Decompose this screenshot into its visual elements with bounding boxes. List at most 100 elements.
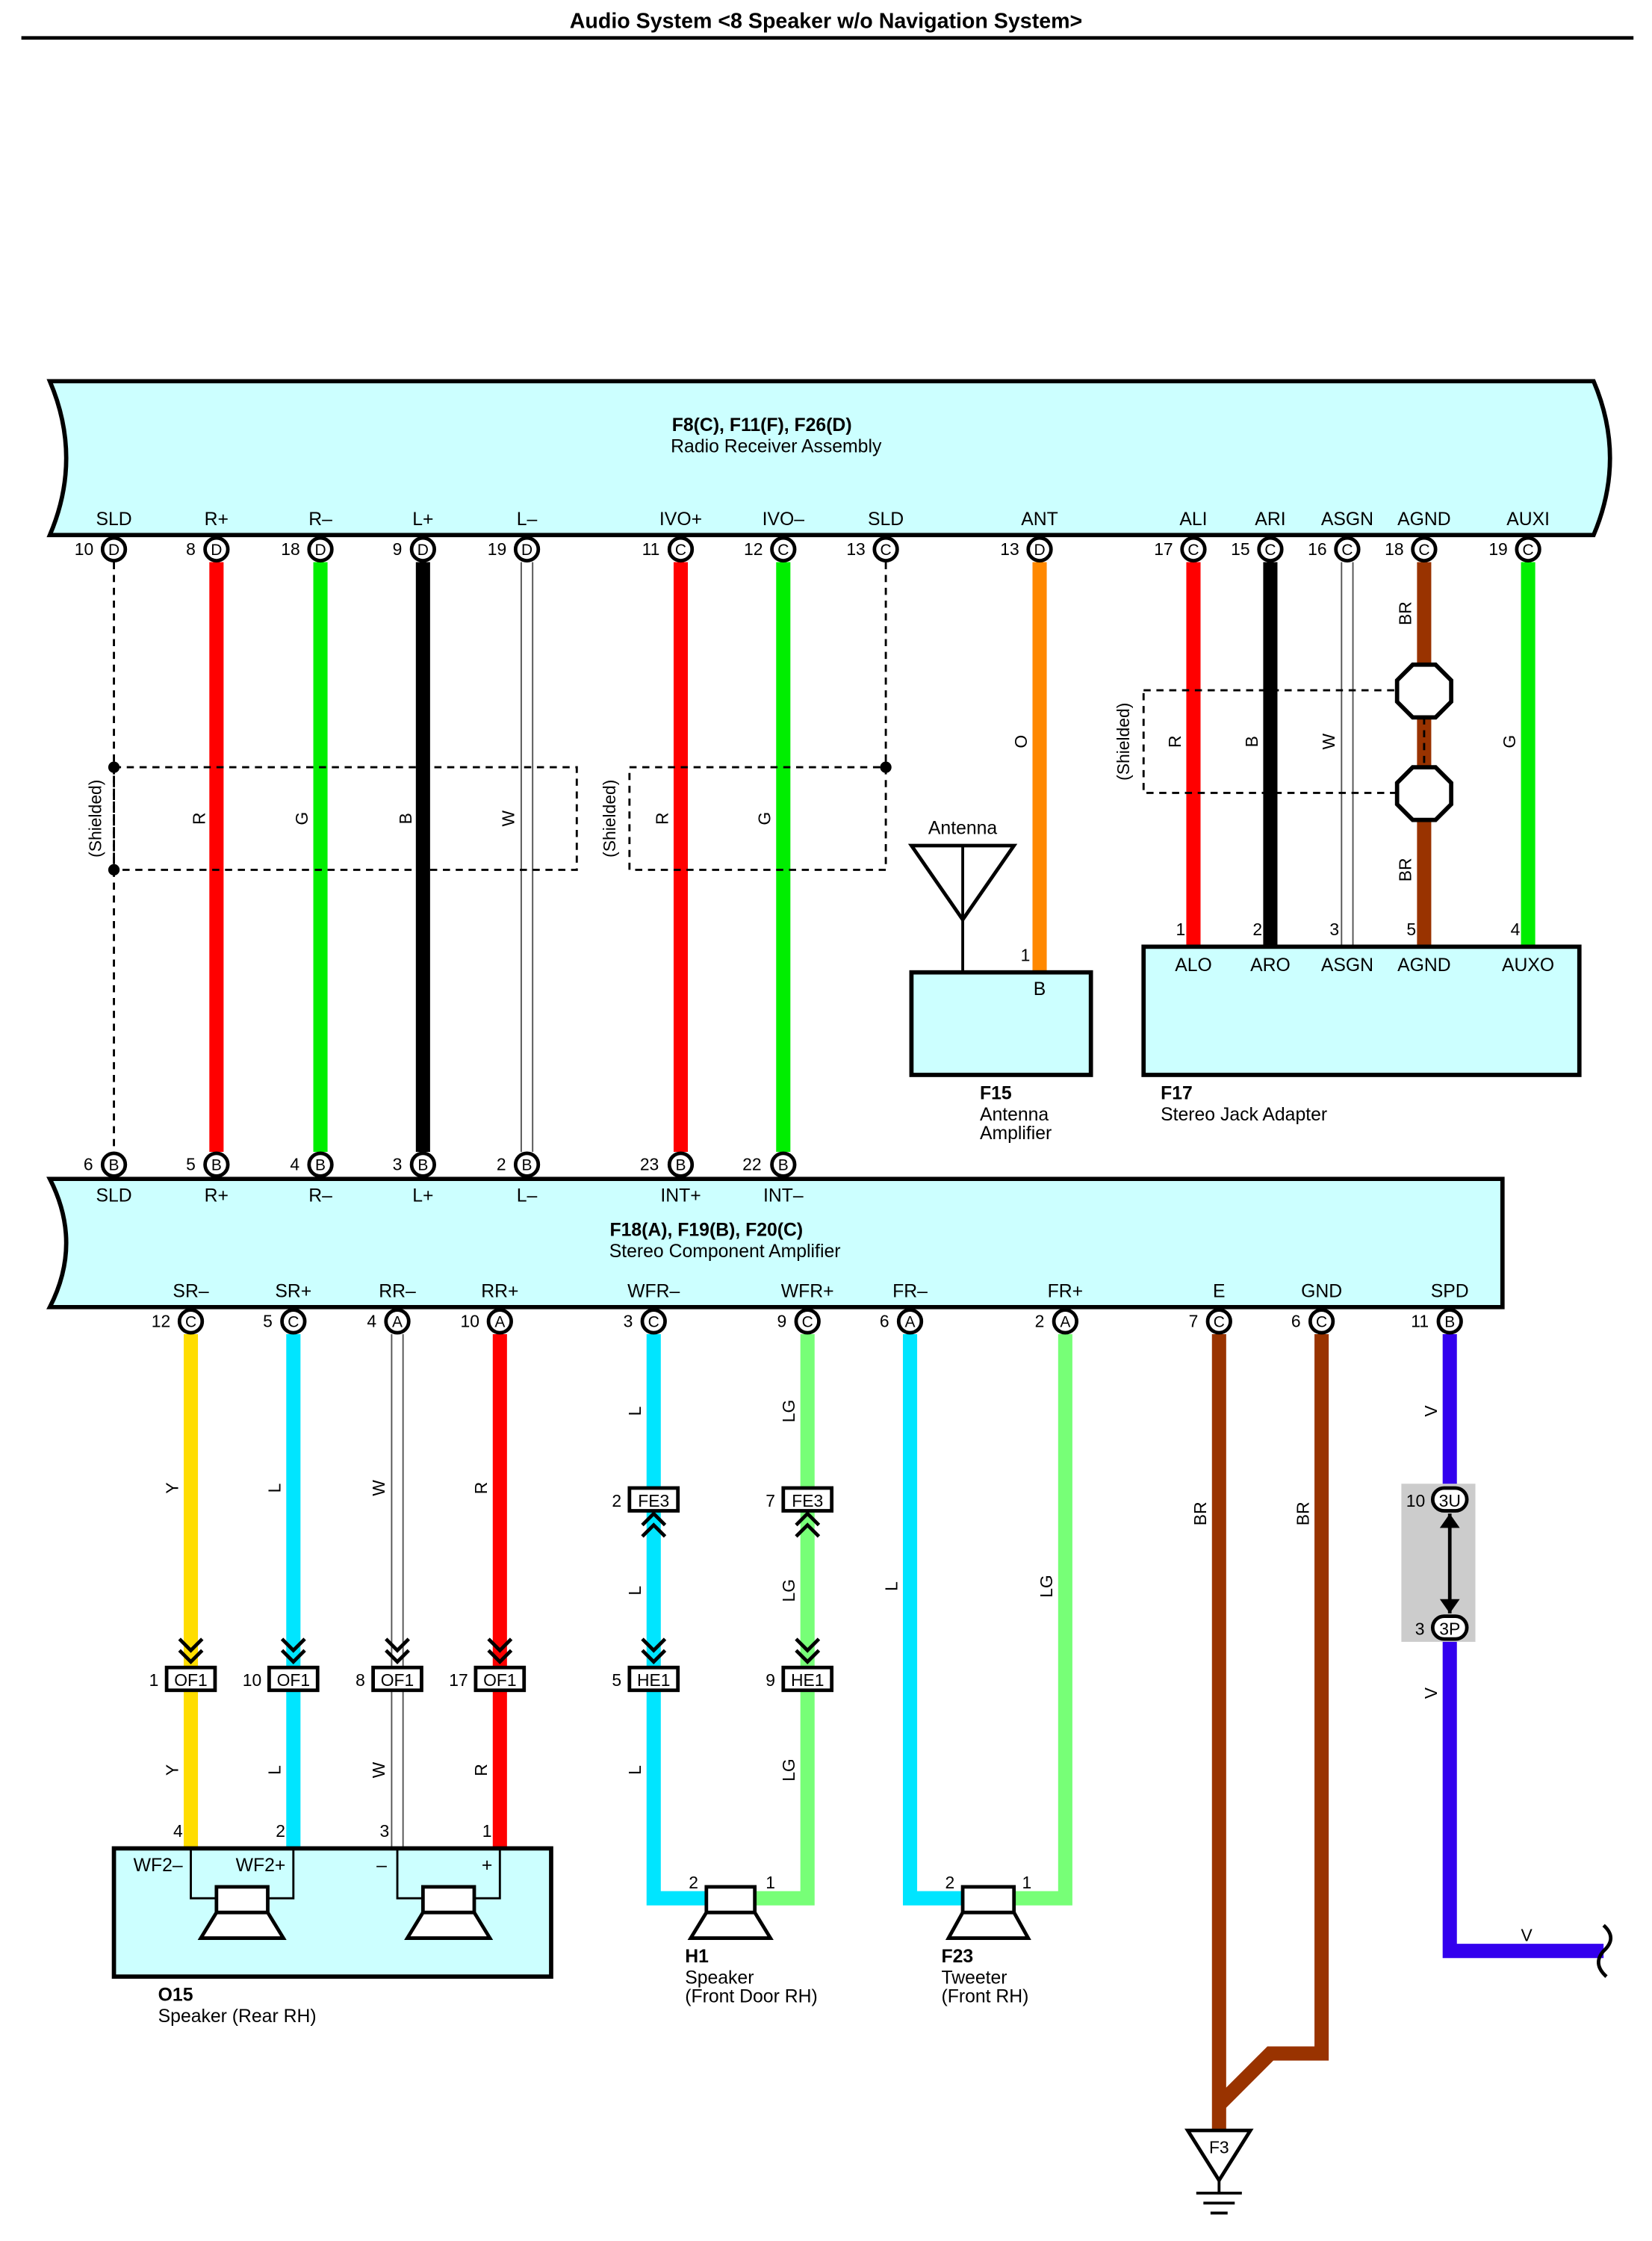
antenna-amplifier-box [909,970,1093,1077]
terminal-label: + [482,1856,492,1876]
pin-num: 12 [152,1311,170,1330]
shield-box-video [628,766,887,871]
rear-speaker-terminals: 4 2 3 1 WF2– WF2+ – + [134,1821,493,1876]
wire-lightgreen-wfr-plus [754,1334,815,1906]
terminal-num: 1 [1022,1873,1032,1892]
pin-conn-letter: D [211,542,222,559]
wire-code: L [881,1581,901,1591]
pin-num: 10 [75,539,93,559]
wire-code: V [1421,1687,1441,1699]
wire-code: LG [1037,1575,1056,1598]
wire-code: Y [162,1764,181,1776]
terminal-num: 2 [945,1873,955,1892]
pin-conn-letter: D [314,542,326,559]
jack-pin-label: AGND [1397,955,1451,976]
connector-he1: HE1 5 HE1 9 [612,1637,834,1693]
stereo-amplifier-box [46,1177,1505,1309]
amp-top-pin-connectors: B6 B5 B4 B3 B2 B23 B22 [84,1151,797,1178]
pin-num: 12 [744,539,763,559]
pin-conn-letter: C [1418,542,1429,559]
pin-num: 6 [84,1155,93,1174]
shield-box-aux [1142,689,1426,794]
connector-num: 9 [766,1670,775,1690]
pin-conn-letter: B [417,1157,428,1174]
connector-name: OF1 [174,1670,208,1690]
jack-pins: 1 2 3 5 4 ALO ARO ASGN AGND AUXO [1175,920,1554,976]
pin-connector: C6 [1291,1308,1335,1335]
pin-connector: D 18 [281,536,334,562]
pin-num: 3 [624,1311,633,1330]
amp-bottom-pin-label: WFR+ [781,1281,834,1301]
chevron-down-icon [385,1637,410,1664]
pin-connector: C3 [624,1308,667,1335]
amp-top-pin-labels: SLD R+ R– L+ L– INT+ INT– [96,1186,803,1206]
pin-connector: C7 [1189,1308,1232,1335]
antenna-amp-pin-label: B [1034,979,1046,999]
shield-box-speaker [113,766,578,871]
wire-code: LG [779,1758,798,1782]
shield-junction [880,761,892,773]
door-speaker-name2: (Front Door RH) [685,1986,818,2006]
pin-conn-letter: B [211,1157,222,1174]
pin-conn-letter: C [185,1314,196,1331]
door-speaker-name1: Speaker [685,1968,754,1989]
pin-conn-letter: C [1523,542,1534,559]
pin-num: 8 [186,539,196,559]
pin-num: 9 [393,539,403,559]
door-speaker-terminals: 2 1 [689,1873,775,1892]
pin-num: 3 [393,1155,403,1174]
speaker-lead [396,1848,423,1900]
wire-code: R [471,1482,491,1495]
rear-speaker-id: O15 [158,1985,193,2005]
pin-conn-letter: B [1444,1314,1455,1331]
pin-num: 11 [642,539,660,559]
speaker-lead [190,1848,217,1900]
arrow-up-icon [1439,1513,1460,1528]
pin-connector: C15 [1231,536,1284,562]
pin-conn-letter: C [288,1314,299,1331]
connector-box [1430,1486,1469,1513]
pin-num: 16 [1308,539,1326,559]
pin-num: 18 [281,539,299,559]
connector-box [781,1486,834,1513]
pin-num: 23 [640,1155,659,1174]
radio-pin-label: R– [308,509,332,530]
jack-pin-num: 3 [1329,920,1339,939]
wire-continuation-mark [1597,1924,1613,1978]
jack-pin-num: 2 [1252,920,1262,939]
pin-conn-letter: B [315,1157,326,1174]
jack-pin-num: 4 [1511,920,1521,939]
pin-num: 4 [367,1311,376,1330]
amp-top-pin-label: L+ [412,1186,433,1206]
wire-code: Y [162,1482,181,1493]
connector-box [164,1665,217,1693]
terminal-num: 4 [173,1821,183,1841]
amp-bottom-pin-label: FR– [892,1281,928,1301]
wire-code: W [369,1480,388,1496]
wire-violet-spd-lower [1442,1639,1604,1959]
pin-connector: B23 [640,1151,695,1178]
pin-num: 5 [263,1311,273,1330]
radio-pin-label: IVO– [763,509,805,530]
shielded-label-left: (Shielded) [85,780,105,858]
pin-conn-letter: C [1214,1314,1225,1331]
terminal-num: 1 [766,1873,775,1892]
pin-connector: A6 [880,1308,924,1335]
antenna-label: Antenna [928,819,997,839]
pin-num: 2 [497,1155,506,1174]
connector-name: OF1 [483,1670,517,1690]
pin-connector: C 12 [152,1308,205,1335]
terminal-label: – [376,1856,387,1876]
pin-num: 19 [488,539,506,559]
jack-pin-num: 1 [1176,920,1185,939]
amp-bottom-pin-label: RR– [379,1281,416,1301]
pin-conn-letter: C [1316,1314,1327,1331]
pin-connector: B3 [393,1151,436,1178]
diagram-title: Audio System <8 Speaker w/o Navigation S… [570,9,1083,33]
splice-octagon [1394,662,1453,720]
pin-conn-letter: C [675,542,686,559]
amp-top-pin-label: R– [308,1186,332,1206]
pin-connector: C12 [744,536,797,562]
wire-code: L [625,1407,645,1416]
pin-connector: B5 [186,1151,230,1178]
